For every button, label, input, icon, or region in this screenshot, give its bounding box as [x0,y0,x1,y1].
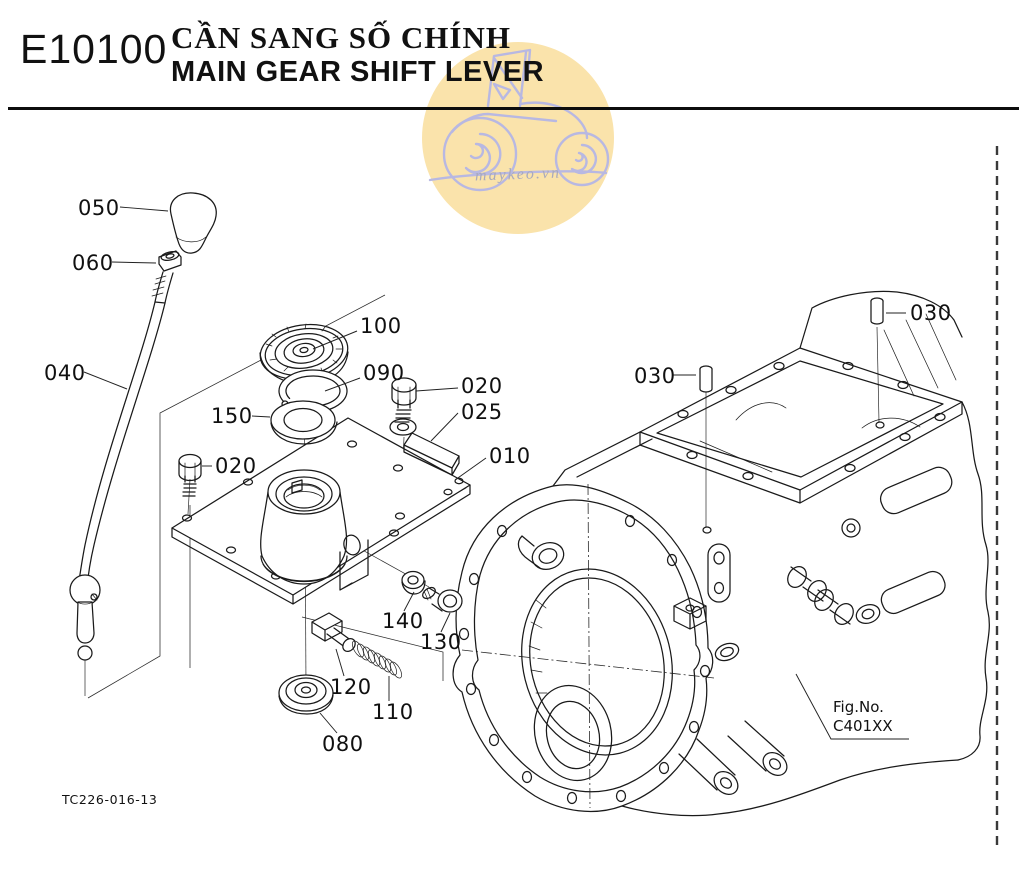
section-code: E10100 [20,26,168,72]
callout-030-left: 030 [634,364,676,388]
callout-040: 040 [44,361,86,385]
callout-010: 010 [489,444,531,468]
header-rule [8,107,1019,110]
callout-025: 025 [461,400,503,424]
figure-reference-value: C401XX [833,717,893,735]
callout-090: 090 [363,361,405,385]
callout-030-right: 030 [910,301,952,325]
callout-150: 150 [211,404,253,428]
tractor-logo-icon [428,48,610,192]
watermark: maykeo.vn [422,42,614,234]
callout-130: 130 [420,630,462,654]
figure-reference-label: Fig.No. [833,698,884,716]
title-english: MAIN GEAR SHIFT LEVER [171,56,545,88]
callout-110: 110 [372,700,414,724]
callout-050: 050 [78,196,120,220]
drawing-code: TC226-016-13 [62,792,158,807]
callout-060: 060 [72,251,114,275]
callout-020-left: 020 [215,454,257,478]
callout-080: 080 [322,732,364,756]
title-vietnamese: CẦN SANG SỐ CHÍNH [171,20,511,55]
callout-120: 120 [330,675,372,699]
callout-100: 100 [360,314,402,338]
figure-reference: Fig.No. C401XX [833,698,893,736]
callout-140: 140 [382,609,424,633]
callout-020-upper: 020 [461,374,503,398]
parts-diagram [69,146,999,846]
